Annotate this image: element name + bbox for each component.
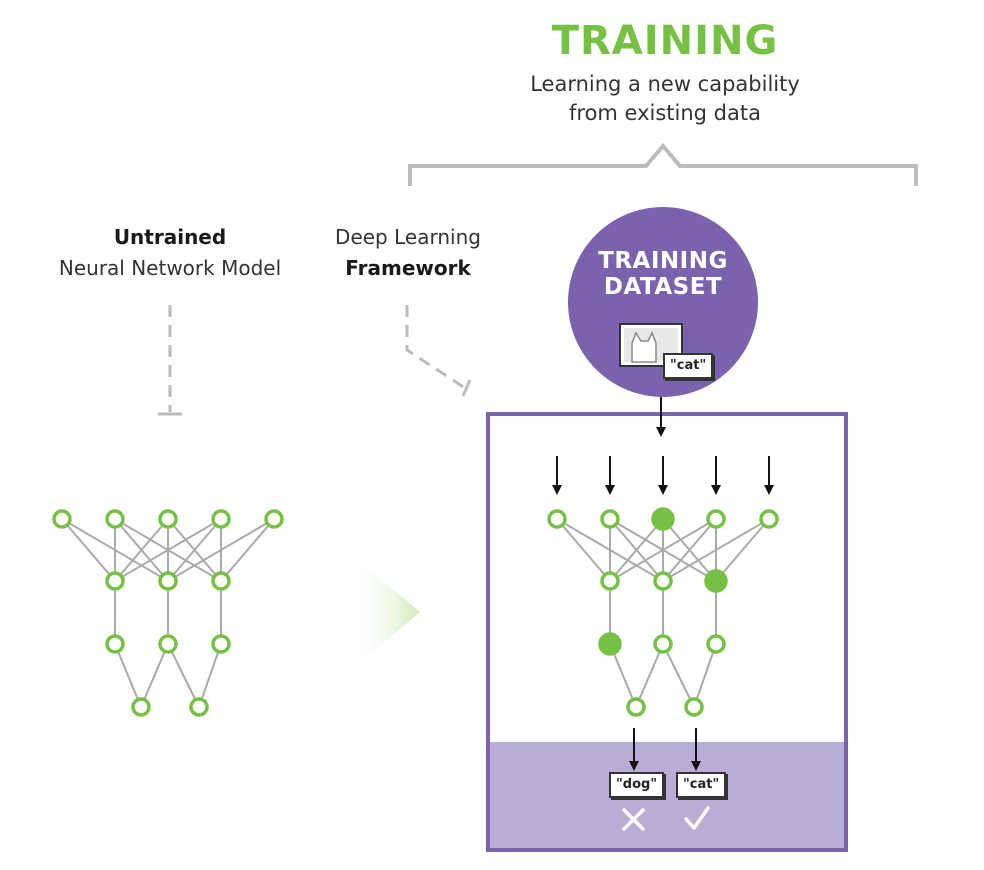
untrained-network-node — [105, 571, 125, 591]
training-bracket — [408, 142, 918, 186]
output-arrows — [629, 728, 701, 771]
untrained-model-label: Untrained Neural Network Model — [30, 222, 310, 284]
page-subtitle: Learning a new capability from existing … — [465, 70, 865, 128]
untrained-network-node — [131, 697, 151, 717]
subtitle-line-2: from existing data — [569, 101, 761, 125]
page-title: TRAINING — [551, 18, 779, 64]
untrained-network-edge — [114, 518, 222, 582]
training-network-edge — [693, 643, 717, 708]
dataset-cat-tag: "cat" — [663, 353, 714, 379]
untrained-network-node — [189, 697, 209, 717]
untrained-network-node — [158, 509, 178, 529]
framework-dashed-leader — [405, 305, 466, 390]
training-dataset-circle — [568, 207, 758, 397]
dataset-title-line-1: TRAINING — [598, 248, 728, 274]
training-network-node-active — [598, 632, 622, 656]
output-cat-tag: "cat" — [676, 772, 727, 798]
training-network-node — [626, 697, 646, 717]
untrained-network-node — [158, 634, 178, 654]
untrained-network-edge — [167, 643, 200, 708]
untrained-network-node — [264, 509, 284, 529]
training-network-edge — [662, 643, 695, 708]
untrained-network-node — [158, 571, 178, 591]
untrained-network-edge — [140, 643, 169, 708]
untrained-network-edge — [167, 518, 275, 582]
untrained-network-edge — [114, 643, 142, 708]
wrong-cross-icon — [622, 808, 645, 831]
training-network-edge — [609, 518, 664, 582]
training-network-node — [653, 571, 673, 591]
untrained-network-edge — [167, 518, 222, 582]
untrained-network-edge — [61, 518, 116, 582]
training-box — [486, 412, 848, 852]
untrained-network-node — [211, 634, 231, 654]
untrained-network-node — [211, 509, 231, 529]
untrained-network — [52, 509, 284, 717]
transition-arrow — [352, 555, 420, 670]
training-network-node — [653, 634, 673, 654]
output-dog-tag: "dog" — [609, 772, 665, 798]
training-network-node — [600, 509, 620, 529]
untrained-network-node — [105, 509, 125, 529]
correct-check-icon — [684, 806, 710, 830]
untrained-label-text: Neural Network Model — [58, 256, 282, 280]
training-network-edge — [635, 643, 664, 708]
framework-label-bold: Framework — [345, 256, 471, 280]
subtitle-line-1: Learning a new capability — [530, 72, 800, 96]
training-network-node — [759, 509, 779, 529]
untrained-network-node — [52, 509, 72, 529]
training-network-node-active — [704, 569, 728, 593]
training-network-edge — [715, 518, 770, 582]
training-network-edge — [662, 518, 770, 582]
untrained-network-edge — [114, 518, 169, 582]
untrained-network-edge — [198, 643, 222, 708]
framework-leader-end — [461, 379, 472, 397]
framework-label: Deep Learning Framework — [318, 222, 498, 284]
training-network-edge — [662, 518, 717, 582]
training-dataset-title: TRAINING DATASET — [568, 248, 758, 300]
training-network-edge — [609, 518, 717, 582]
training-network-edge — [556, 518, 611, 582]
untrained-network-edge — [220, 518, 275, 582]
training-network-node — [684, 697, 704, 717]
training-network-node — [706, 634, 726, 654]
untrained-network-node — [105, 634, 125, 654]
training-network-node — [600, 571, 620, 591]
untrained-network-node — [211, 571, 231, 591]
training-network — [547, 507, 779, 717]
untrained-label-bold: Untrained — [113, 225, 227, 249]
input-arrows — [552, 456, 774, 495]
framework-label-text: Deep Learning — [335, 225, 481, 249]
training-box-lower-band — [488, 742, 846, 850]
training-network-node — [706, 509, 726, 529]
training-network-node — [547, 509, 567, 529]
training-network-node-active — [651, 507, 675, 531]
dataset-title-line-2: DATASET — [603, 274, 723, 300]
